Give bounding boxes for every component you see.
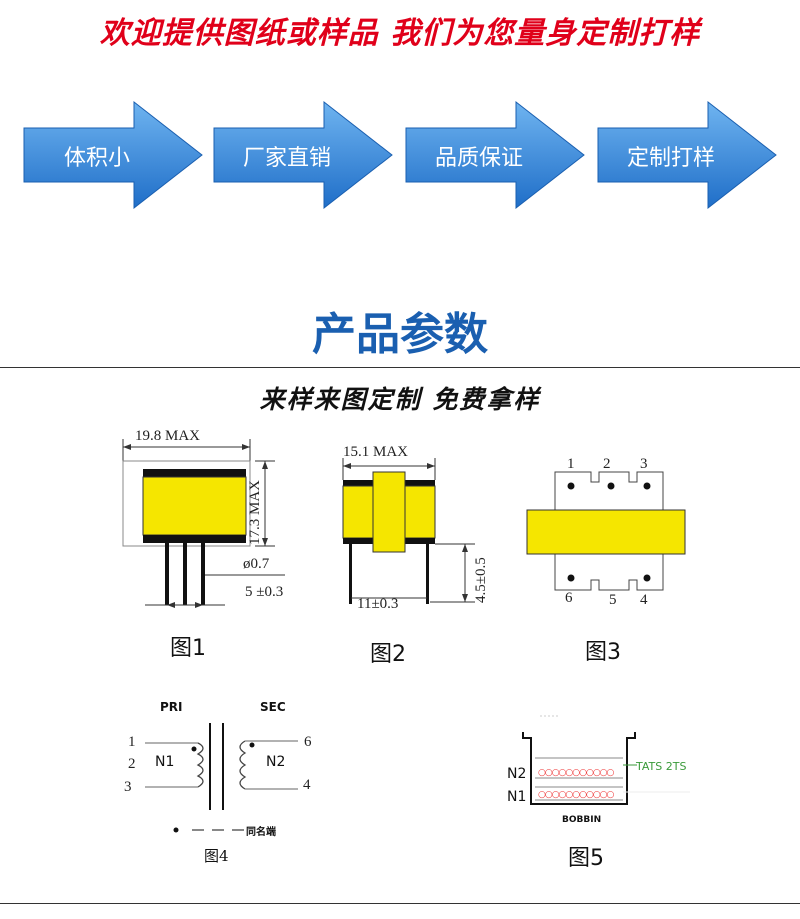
- step-arrow-4: 定制打样: [596, 100, 778, 210]
- fig4-p4: 4: [303, 777, 311, 793]
- fig4-pri: PRI: [160, 700, 183, 714]
- fig4-caption: 图4: [204, 847, 229, 865]
- fig4-p6: 6: [304, 734, 312, 750]
- fig5-caption: 图5: [568, 846, 604, 871]
- fig5-n1: N1: [507, 789, 527, 805]
- step-label: 体积小: [63, 146, 130, 171]
- step-label: 定制打样: [626, 146, 715, 171]
- fig4-p1: 1: [128, 734, 136, 750]
- arrow-shape-icon: [405, 100, 585, 210]
- fig1-height: 17.3: [247, 518, 263, 545]
- fig3-pin1: 1: [567, 456, 575, 472]
- bottom-divider: [0, 903, 800, 904]
- arrow-shape-icon: [213, 100, 393, 210]
- fig4-legend: 同名端: [246, 827, 276, 838]
- step-label: 品质保证: [434, 146, 523, 171]
- fig2-height: 4.5±0.5: [473, 557, 489, 603]
- fig3-pin3: 3: [640, 456, 648, 472]
- step-label: 厂家直销: [242, 146, 331, 171]
- fig5-n2: N2: [507, 766, 527, 782]
- step-arrow-2: 厂家直销: [212, 100, 394, 210]
- section-title: 产品参数: [312, 309, 488, 360]
- banner-heading: 欢迎提供图纸或样品 我们为您量身定制打样: [99, 16, 701, 51]
- figure-2-drawing: [342, 458, 475, 604]
- step-arrow-1: 体积小: [22, 100, 204, 210]
- fig2-width-label: 15.1 MAX: [343, 444, 408, 461]
- fig1-pitch: 5 ±0.3: [245, 584, 284, 600]
- fig2-span: 11±0.3: [357, 596, 399, 612]
- fig2-max: MAX: [373, 444, 409, 460]
- step-arrow-3: 品质保证: [404, 100, 586, 210]
- fig1-caption: 图1: [170, 636, 206, 661]
- fig4-n2: N2: [266, 754, 286, 770]
- fig1-height-label: 17.3 MAX: [247, 480, 264, 545]
- fig5-tape: TATS 2TS: [636, 760, 687, 773]
- fig1-width: 19.8: [135, 428, 162, 444]
- fig5-n2-turns: ○○○○○○○○○○○: [538, 768, 614, 778]
- fig4-p3: 3: [124, 779, 132, 795]
- fig5-n1-turns: ○○○○○○○○○○○: [538, 790, 614, 800]
- figure-5-bobbin: [522, 715, 690, 805]
- fig3-pin5: 5: [609, 592, 617, 608]
- fig2-caption: 图2: [370, 642, 406, 667]
- fig4-p2: 2: [128, 756, 136, 772]
- subtitle: 来样来图定制 免费拿样: [259, 385, 541, 414]
- fig3-pin6: 6: [565, 590, 573, 606]
- fig5-bobbin: BOBBIN: [562, 815, 602, 825]
- fig4-sec: SEC: [260, 700, 286, 714]
- figure-3-drawing: [526, 471, 686, 591]
- arrow-shape-icon: [23, 100, 203, 210]
- figure-1-drawing: [122, 439, 285, 608]
- fig3-caption: 图3: [585, 640, 621, 665]
- fig3-pin2: 2: [603, 456, 611, 472]
- figure-4-schematic: [145, 723, 298, 833]
- fig1-max: MAX: [165, 428, 201, 444]
- fig1-pin-dia: ø0.7: [243, 556, 270, 572]
- divider: [0, 367, 800, 368]
- fig1-max: MAX: [247, 479, 263, 515]
- fig4-n1: N1: [155, 754, 175, 770]
- fig1-width-label: 19.8 MAX: [135, 428, 200, 445]
- fig2-width: 15.1: [343, 444, 370, 460]
- arrow-shape-icon: [597, 100, 777, 210]
- fig3-pin4: 4: [640, 592, 648, 608]
